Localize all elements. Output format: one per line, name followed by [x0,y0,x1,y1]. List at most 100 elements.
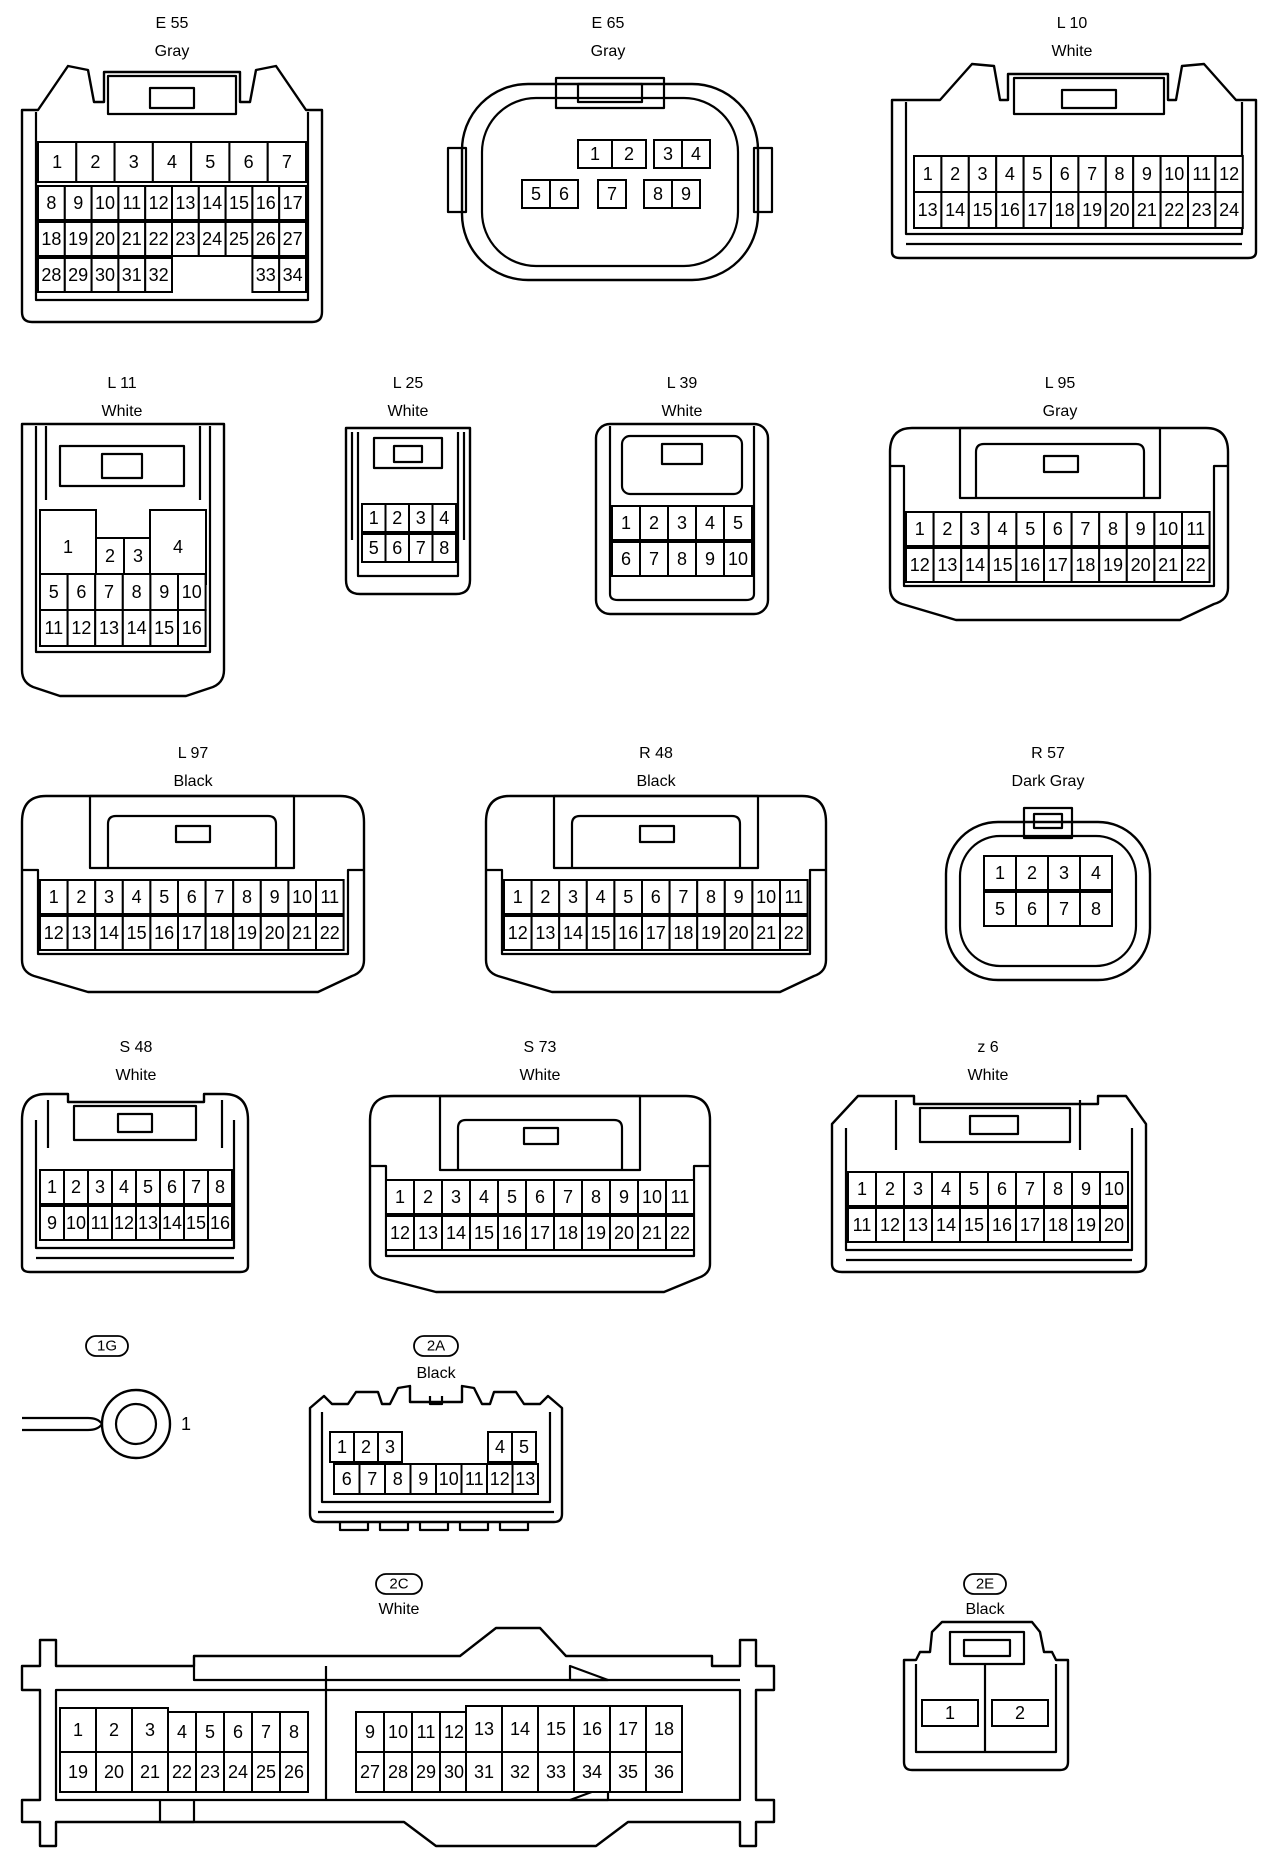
pin-cell [224,185,254,221]
pin-cell [875,1207,905,1243]
pin-number: 6 [233,1722,243,1742]
connector-pin: 1 [37,141,78,183]
pin-cell [315,879,345,915]
pin-number: 14 [99,923,119,943]
connector-pin: 6 [641,879,671,915]
pin-number: 10 [66,1213,86,1233]
pin-number: 29 [416,1762,436,1782]
pin-cell [903,1171,933,1207]
connector-pin: 11 [315,879,345,915]
connector-pin: 3 [408,503,434,533]
pin-number: 24 [1219,200,1239,220]
pin-number: 14 [945,200,965,220]
connector-pin: 15 [149,609,179,647]
connector-pin: 5 [190,141,231,183]
connector-pin: 10 [90,185,120,221]
connector-name: L 95 [1045,375,1076,392]
pin-number: 23 [175,229,195,249]
connector-pin: 4 [1079,855,1113,891]
pin-cell [577,139,613,169]
connector-pin: 12 [503,915,533,951]
connector-color: Gray [155,43,190,60]
pin-cell [431,503,457,533]
connector-pin: 7 [668,879,699,915]
pin-number: 3 [104,887,114,907]
pin-cell [960,511,990,547]
connector-pin: 21 [117,221,147,257]
connector-color: Black [965,1601,1005,1618]
pin-number: 9 [1136,519,1146,539]
connector-pin: 36 [645,1751,683,1793]
pin-cell [207,1205,233,1241]
connector-pin: 13 [511,1463,539,1495]
pin-number: 1 [52,152,62,172]
connector-pin: 21 [287,915,317,951]
connector-pin: 6 [1015,891,1049,927]
connector-pin: 34 [573,1751,611,1793]
pin-number: 7 [607,184,617,204]
connector-color: White [388,403,429,420]
pin-number: 7 [649,549,659,569]
connector-r48: R 48 Black [484,745,828,994]
pin-cell [1104,191,1135,229]
connector-pin: 13 [903,1207,933,1243]
connector-pin: 8 [279,1711,309,1753]
pin-cell [695,505,725,541]
pin-cell [779,879,809,915]
pin-number: 12 [490,1469,510,1489]
pin-cell [149,915,179,951]
pin-cell [1015,1171,1045,1207]
connector-pin: 1 [385,1179,415,1215]
pin-number: 4 [177,1722,187,1742]
connector-pin: 10 [435,1463,463,1495]
connector-pin: 11 [847,1207,877,1243]
pin-cell [469,1215,499,1251]
pin-number: 1 [857,1179,867,1199]
pin-cell [611,541,641,577]
pin-cell [90,257,120,293]
connector-pin: 14 [441,1215,471,1251]
pin-number: 2 [361,1437,371,1457]
connector-pin: 16 [207,1205,233,1241]
pin-cell [232,879,262,915]
pin-number: 3 [677,513,687,533]
pin-cell [358,1463,386,1495]
pin-number: 10 [728,549,748,569]
connector-pin: 16 [149,915,179,951]
pin-number: 1 [63,537,73,557]
connector-pin: 17 [609,1705,647,1753]
connector-pin: 23 [1187,191,1217,229]
pin-number: 7 [104,582,114,602]
pin-number: 4 [998,519,1008,539]
connector-pin: 9 [609,1179,639,1215]
connector-pin: 4 [695,505,725,541]
pin-number: 16 [182,618,202,638]
connector-pin: 16 [251,185,281,221]
pin-number: 5 [969,1179,979,1199]
connector-pin: 30 [90,257,120,293]
connector-pin: 3 [87,1169,113,1205]
connector-pin: 6 [1043,511,1073,547]
connector-pin: 19 [1098,547,1128,583]
pin-number: 20 [1104,1215,1124,1235]
pin-cell [847,1171,877,1207]
connector-pin: 2 [875,1171,905,1207]
pin-number: 8 [677,549,687,569]
connector-pin: 7 [94,573,124,611]
connector-pin: 11 [411,1711,441,1753]
connector-pin: 3 [1047,855,1081,891]
connector-name: S 73 [524,1039,557,1056]
pin-number: 21 [122,229,142,249]
pin-number: 6 [244,152,254,172]
connector-pin: 8 [232,879,262,915]
pin-cell [1070,547,1101,583]
connector-pin: 3 [441,1179,471,1215]
pin-cell [537,1705,575,1753]
pin-number: 7 [1087,164,1097,184]
connector-pin: 8 [384,1463,412,1495]
pin-cell [413,1215,443,1251]
connector-pin: 7 [597,179,627,209]
pin-number: 20 [104,1762,124,1782]
pin-number: 3 [568,887,578,907]
connector-pin: 1 [181,1414,191,1434]
